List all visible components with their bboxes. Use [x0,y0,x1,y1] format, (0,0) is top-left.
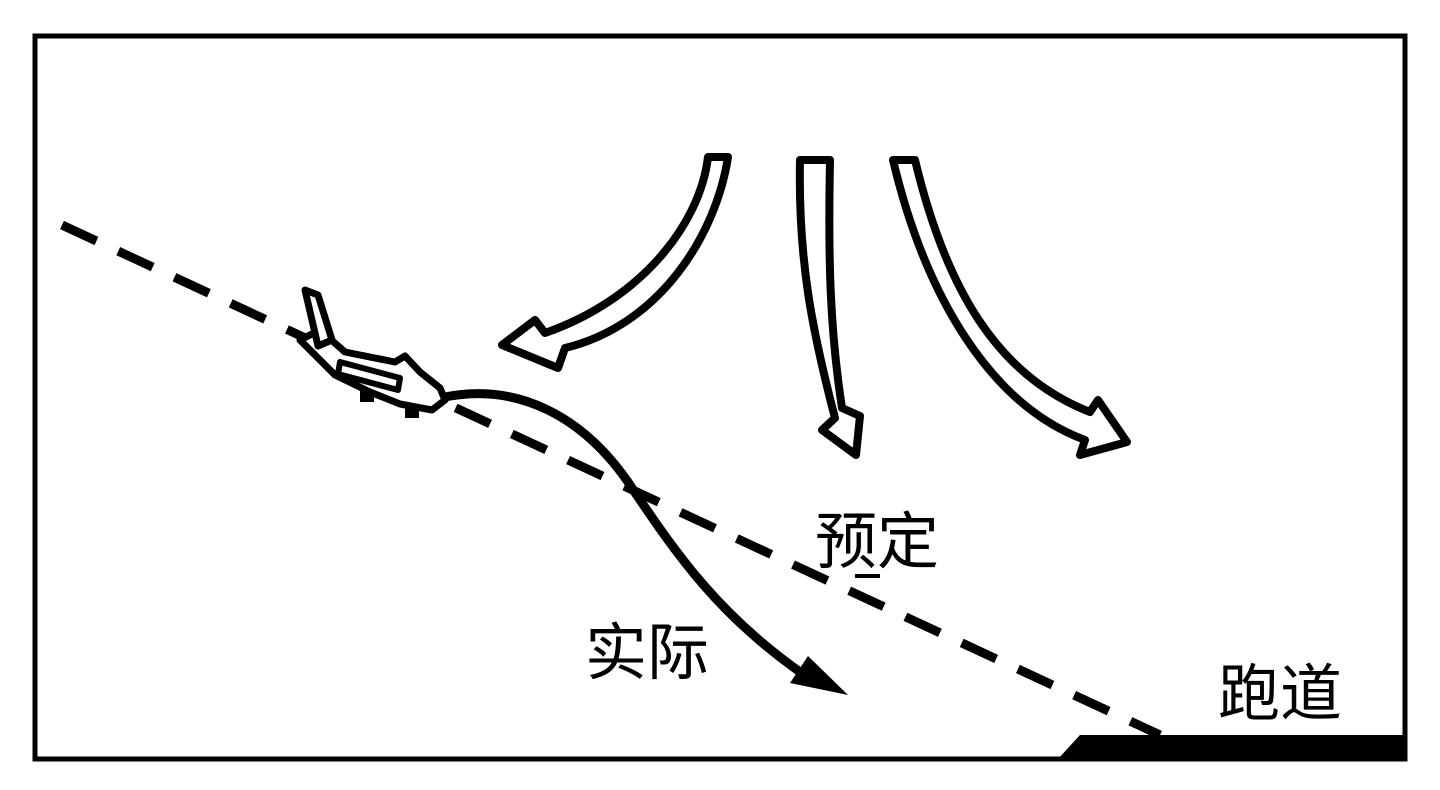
actual-flight-path [435,389,805,677]
actual-path-label: 实际 [585,616,709,689]
actual-path-arrowhead [790,656,848,695]
airplane-icon [296,286,449,418]
planned-glide-path [60,220,1162,740]
diagram-frame [32,33,1408,762]
runway-label: 跑道 [1218,657,1342,730]
planned-path-label: 预定 [815,505,939,578]
outflow-arrow-center [795,156,864,459]
runway [1058,735,1405,759]
downdraft-arrow-icon [498,153,1131,459]
outflow-arrow-right [889,156,1131,459]
outflow-arrow-left [498,153,732,372]
